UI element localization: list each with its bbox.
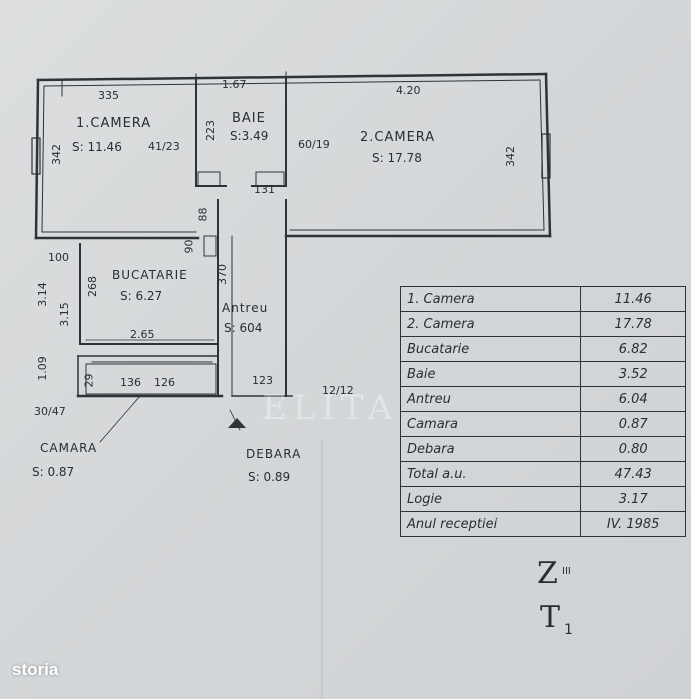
room-antreu-area: S: 604	[224, 321, 263, 335]
room-camera1-area: S: 11.46	[72, 140, 122, 154]
dim-left-side-b: 3.15	[57, 302, 71, 327]
outer-wall-top	[36, 72, 548, 82]
table-cell-name: 1. Camera	[399, 286, 582, 312]
sheet-code-top-sup: III	[562, 566, 571, 577]
table-cell-value: IV. 1985	[580, 511, 686, 537]
table-cell-value: 0.80	[580, 436, 686, 462]
dim-tick-1	[61, 71, 287, 97]
window-camera1	[31, 137, 41, 175]
table-cell-value: 6.82	[580, 336, 686, 362]
camara-leader	[99, 395, 141, 443]
table-cell-name: Anul receptiei	[399, 511, 582, 537]
outer-wall-left	[34, 78, 40, 240]
debara-marker	[228, 418, 246, 428]
table-cell-name: 2. Camera	[399, 311, 582, 337]
dim-logie-b: 136	[120, 376, 141, 389]
room-camara-area: S: 0.87	[32, 465, 75, 479]
sheet-code-bottom-sub: 1	[564, 622, 573, 638]
outer-wall-right	[544, 72, 552, 238]
table-cell-value: 3.52	[580, 361, 686, 387]
dim-left-camera1: 342	[50, 144, 63, 165]
dim-left-side-a: 3.14	[35, 282, 49, 307]
hall-shaft	[203, 235, 217, 257]
sheet-code-top: Z	[537, 556, 558, 591]
window-camera2	[541, 133, 551, 179]
dim-kitchen-top-left: 100	[48, 251, 69, 264]
room-camara-name: CAMARA	[40, 441, 98, 455]
dim-top-camera2: 4.20	[396, 84, 421, 97]
room-camera2-area: S: 17.78	[372, 151, 422, 165]
table-cell-name: Total a.u.	[399, 461, 582, 487]
table-cell-name: Bucatarie	[399, 336, 582, 362]
dim-hall-height: 370	[216, 264, 229, 285]
room-bucatarie-name: BUCATARIE	[112, 268, 188, 282]
dim-hall-left: 88	[196, 207, 210, 222]
outer-wall-left-inner	[41, 85, 45, 233]
table-cell-value: 6.04	[580, 386, 686, 412]
room-debara-name: DEBARA	[246, 447, 302, 461]
dim-baie-height: 223	[204, 120, 217, 141]
table-cell-value: 0.87	[580, 411, 686, 437]
table-row: Total a.u.47.43	[399, 461, 686, 487]
room-camera1-name: 1.CAMERA	[76, 116, 152, 131]
table-cell-value: 17.78	[580, 311, 686, 337]
table-cell-value: 3.17	[580, 486, 686, 512]
table-cell-name: Antreu	[399, 386, 582, 412]
sheet-code-bottom: T	[540, 600, 561, 635]
watermark-logo: ELITA	[262, 388, 399, 428]
door-camera2	[255, 171, 285, 187]
dim-hall-bottom: 123	[252, 374, 273, 387]
room-camera2-name: 2.CAMERA	[360, 130, 436, 145]
dim-top-camera1: 335	[98, 89, 119, 102]
dim-top-baie: 1.67	[222, 78, 247, 91]
dim-logie-c: 126	[154, 376, 175, 389]
dim-logie-a: 29	[82, 373, 96, 388]
brand-logo: storia	[12, 660, 59, 679]
dim-door-2: 60/19	[298, 138, 330, 151]
table-cell-name: Camara	[399, 411, 582, 437]
outer-wall-top-inner	[43, 79, 541, 87]
dim-hall-left2: 90	[182, 239, 196, 254]
dim-kitchen-height: 268	[86, 276, 99, 297]
dim-hall-door: 12/12	[322, 384, 354, 397]
door-camera1	[197, 171, 221, 187]
dim-door-1: 41/23	[148, 140, 180, 153]
room-debara-area: S: 0.89	[248, 470, 291, 484]
table-cell-name: Logie	[399, 486, 582, 512]
table-cell-value: 11.46	[580, 286, 686, 312]
room-antreu-name: Antreu	[222, 301, 269, 315]
room-baie-name: BAIE	[232, 111, 266, 126]
table-cell-name: Debara	[399, 436, 582, 462]
table-cell-name: Baie	[399, 361, 582, 387]
logia-rail	[85, 363, 217, 395]
dim-kitchen-width: 2.65	[130, 328, 155, 341]
dim-camara-door: 30/47	[34, 405, 66, 418]
dim-logie-left: 1.09	[35, 356, 49, 381]
room-bucatarie-area: S: 6.27	[120, 289, 163, 303]
table-cell-value: 47.43	[580, 461, 686, 487]
dim-right-camera2: 342	[504, 146, 517, 167]
room-baie-area: S:3.49	[230, 129, 269, 143]
dim-baie-door: 131	[254, 183, 275, 196]
